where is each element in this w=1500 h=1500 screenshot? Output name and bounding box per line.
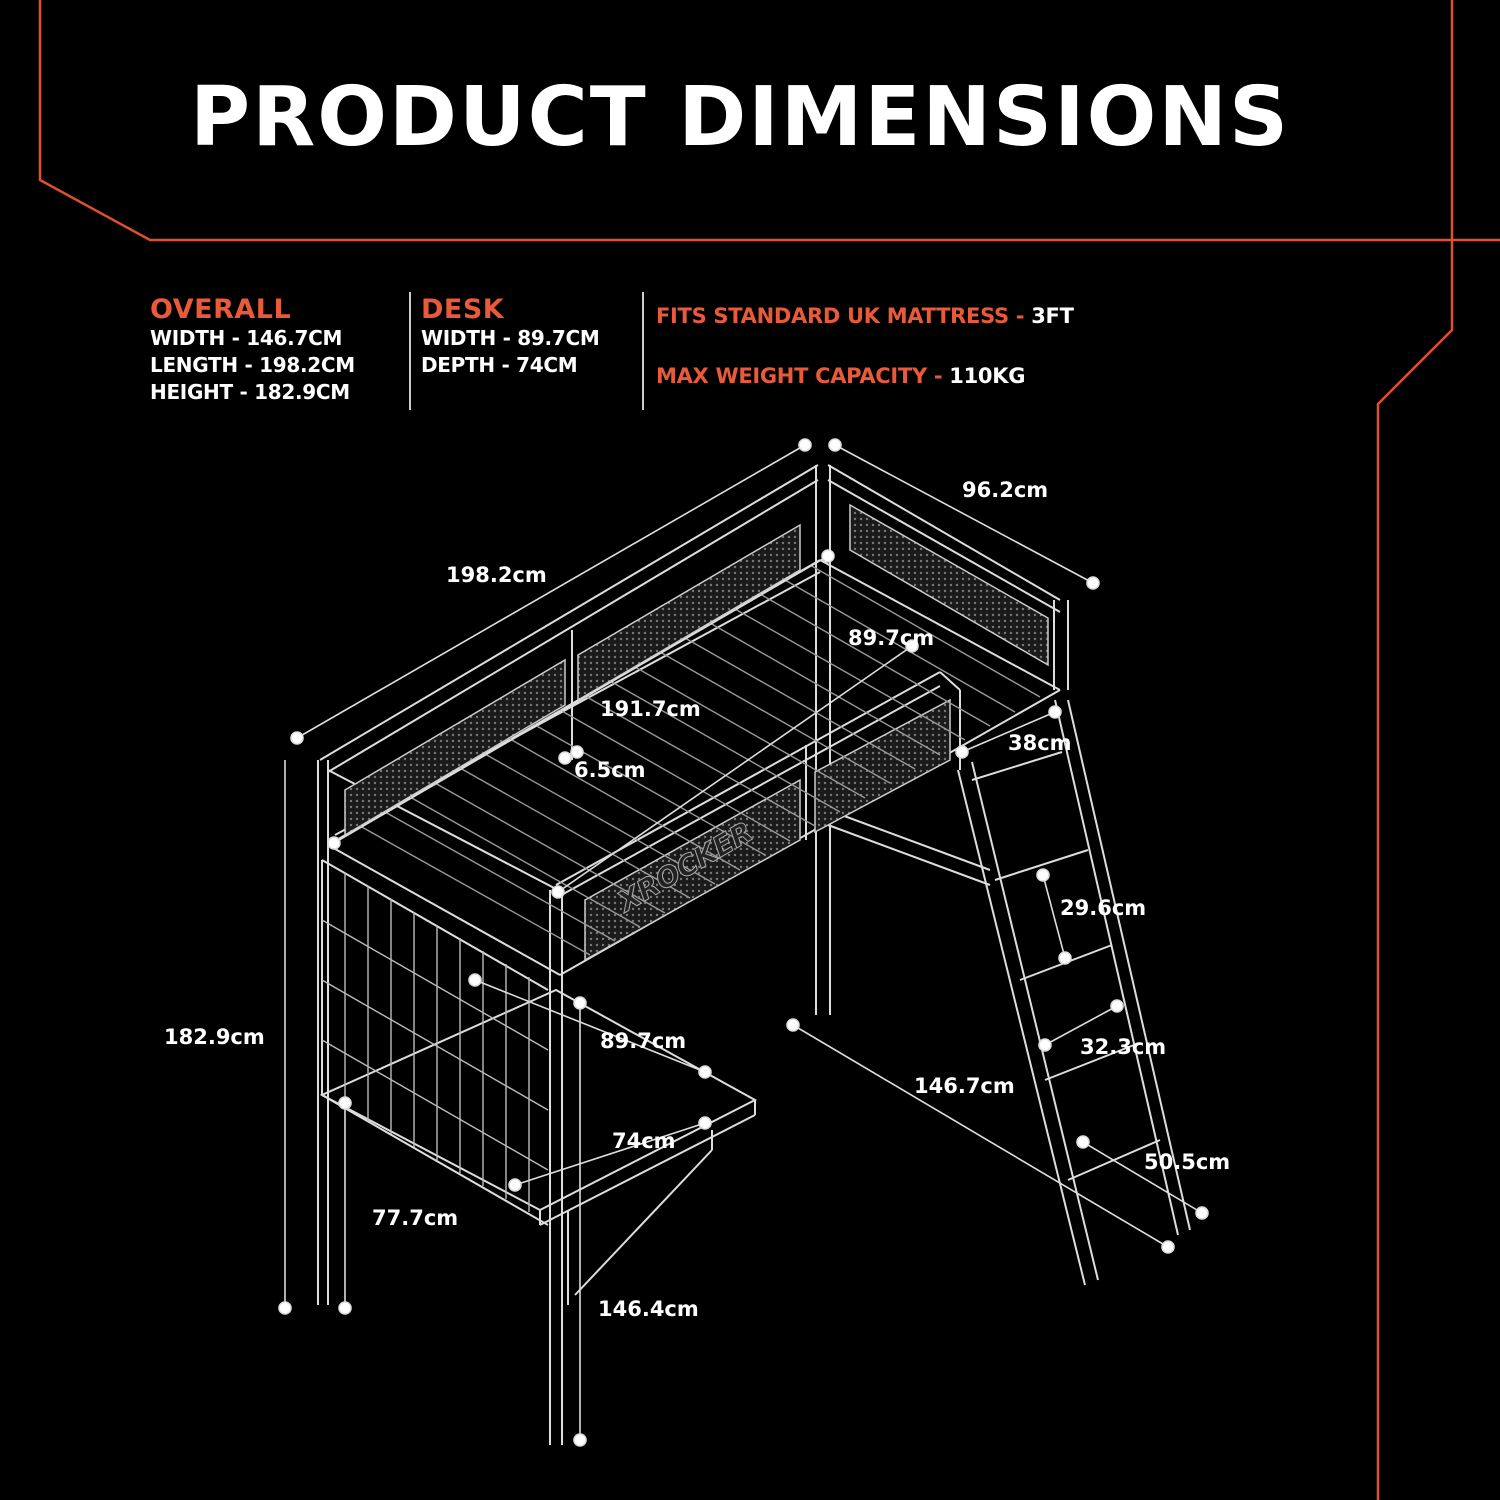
overall-length: LENGTH - 198.2CM — [150, 353, 355, 377]
dim-base-width: 146.7cm — [914, 1074, 1015, 1098]
page-title: PRODUCT DIMENSIONS — [189, 70, 1291, 165]
dim-total-height: 182.9cm — [164, 1025, 265, 1049]
ladder-rungs — [971, 751, 1161, 1181]
dimension-lines — [278, 438, 1209, 1447]
overall-spec: OVERALL WIDTH - 146.7CM LENGTH - 198.2CM… — [150, 295, 355, 406]
dim-clearance-height: 146.4cm — [598, 1297, 699, 1321]
overall-heading: OVERALL — [150, 294, 292, 325]
dim-desk-height: 77.7cm — [372, 1206, 459, 1230]
dim-desk-depth: 74cm — [612, 1129, 676, 1153]
bed-frame — [317, 464, 1191, 1445]
dim-mattress-width: 89.7cm — [848, 626, 935, 650]
mattress-key: FITS STANDARD UK MATTRESS - — [656, 304, 1032, 328]
bed-slats — [359, 564, 1041, 956]
dim-ladder-width: 32.3cm — [1080, 1035, 1167, 1059]
desk-spec: DESK WIDTH - 89.7CM DEPTH - 74CM — [421, 294, 600, 379]
dim-ladder-rung-spacing: 29.6cm — [1060, 896, 1147, 920]
dim-rail-height: 38cm — [1008, 731, 1072, 755]
overall-height: HEIGHT - 182.9CM — [150, 380, 350, 404]
mattress-value: 3FT — [1031, 304, 1074, 328]
weight-fact: MAX WEIGHT CAPACITY - 110KG — [656, 364, 1025, 388]
mesh-panels — [344, 503, 1049, 962]
overall-width: WIDTH - 146.7CM — [150, 326, 343, 350]
dim-top-length: 198.2cm — [446, 563, 547, 587]
weight-key: MAX WEIGHT CAPACITY - — [656, 364, 950, 388]
divider — [409, 292, 411, 410]
mattress-fact: FITS STANDARD UK MATTRESS - 3FT — [656, 304, 1074, 328]
dim-ladder-foot: 50.5cm — [1144, 1150, 1231, 1174]
weight-value: 110KG — [949, 364, 1026, 388]
desk-heading: DESK — [421, 294, 505, 325]
desk-depth: DEPTH - 74CM — [421, 353, 578, 377]
dim-mattress-length: 191.7cm — [600, 697, 701, 721]
desk-width: WIDTH - 89.7CM — [421, 326, 600, 350]
dim-desk-width: 89.7cm — [600, 1029, 687, 1053]
divider — [642, 292, 644, 410]
dim-top-width: 96.2cm — [962, 478, 1049, 502]
desk-grid-panel — [321, 873, 549, 1212]
dim-slat-gap: 6.5cm — [574, 758, 646, 782]
